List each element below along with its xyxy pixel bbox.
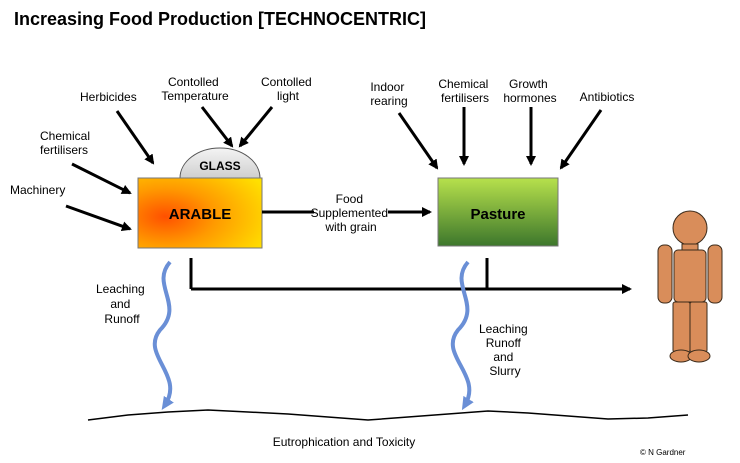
pasture-label: Pasture — [470, 206, 525, 223]
arrow-controlled-light — [238, 106, 274, 148]
person-neck — [681, 243, 699, 251]
arrow-indoor-rearing — [397, 112, 439, 170]
label-leaching-arable: Leaching and Runoff — [96, 282, 148, 326]
arable-label: ARABLE — [169, 206, 232, 223]
label-antibiotics: Antibiotics — [580, 90, 635, 104]
label-growth-hormones: Growth hormones — [503, 77, 556, 105]
ground-line — [87, 409, 689, 421]
diagram-title: Increasing Food Production [TECHNOCENTRI… — [14, 9, 426, 29]
label-chemical-fertilisers-pasture: Chemical fertilisers — [438, 77, 491, 105]
label-machinery: Machinery — [10, 183, 65, 197]
person-right-foot — [687, 349, 711, 363]
leaching-arrow-arable — [152, 260, 174, 410]
credit-label: © N Gardner — [640, 448, 686, 457]
person-left-arm — [657, 244, 673, 304]
person-right-arm — [707, 244, 723, 304]
label-food-supplemented: Food Supplemented with grain — [311, 192, 392, 234]
label-eutrophication: Eutrophication and Toxicity — [273, 435, 416, 449]
arable-box — [137, 177, 263, 249]
person-left-leg — [672, 301, 691, 353]
arrow-antibiotics — [559, 109, 603, 170]
arrow-controlled-temperature — [200, 106, 234, 148]
label-controlled-temperature: Contolled Temperature — [161, 75, 229, 103]
glass-dome — [179, 147, 261, 179]
label-controlled-light: Contolled light — [261, 75, 315, 103]
label-indoor-rearing: Indoor rearing — [370, 80, 407, 108]
arrow-herbicides — [115, 110, 155, 165]
person-figure — [657, 210, 723, 363]
pasture-box — [437, 177, 559, 247]
leaching-arrow-pasture — [450, 260, 474, 411]
arrow-machinery — [65, 204, 132, 231]
glass-label: GLASS — [199, 159, 240, 173]
label-herbicides: Herbicides — [80, 90, 137, 104]
arrow-chemical-fertilisers-arable — [71, 162, 132, 195]
label-chemical-fertilisers-arable: Chemical fertilisers — [40, 129, 93, 157]
person-head — [672, 210, 708, 246]
person-torso — [673, 249, 707, 303]
person-right-leg — [689, 301, 708, 353]
label-leaching-pasture: Leaching Runoff and Slurry — [479, 322, 531, 378]
